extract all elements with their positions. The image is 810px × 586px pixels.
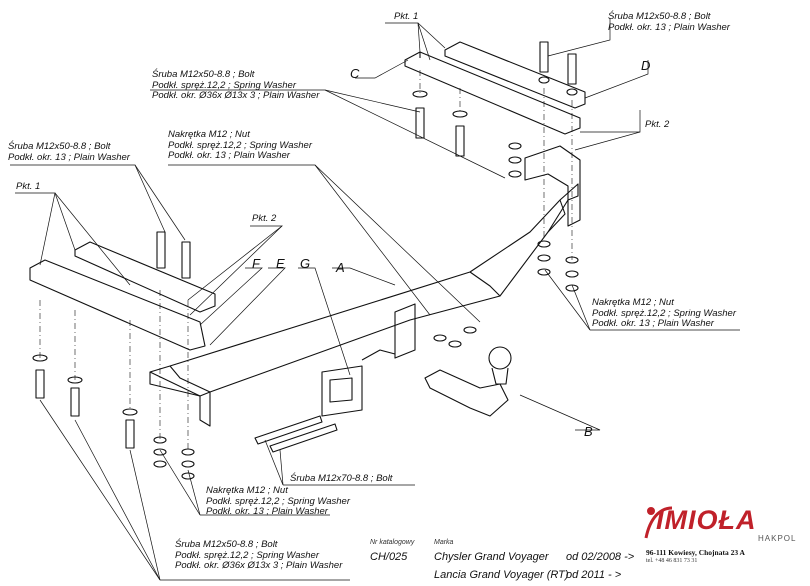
callout-nut-right: Nakrętka M12 ; Nut Podkł. spręż.12,2 ; S… <box>592 297 736 330</box>
logo-dot <box>647 507 655 515</box>
bolt-m12x70 <box>254 415 323 445</box>
company-address: 96-111 Kowiesy, Chojnata 23 A <box>646 548 745 557</box>
left-bracket-rail <box>29 259 206 351</box>
callout-line: Podkł. spręż.12,2 ; Spring Washer <box>152 79 296 91</box>
pkt2-right-label: Pkt. 2 <box>645 119 670 130</box>
part-letter-c: C <box>350 66 360 81</box>
logo-swoosh <box>644 506 673 539</box>
callout-line: Śruba M12x50-8.8 ; Bolt <box>8 141 111 152</box>
car-date-2: od 2011 - > <box>566 569 622 581</box>
tow-ball <box>488 346 512 370</box>
make-label: Marka <box>434 539 454 546</box>
callout-line: Śruba M12x50-8.8 ; Bolt <box>152 69 255 80</box>
cross-beam <box>149 183 579 397</box>
pkt2-left-label: Pkt. 2 <box>252 213 277 224</box>
ball-arm <box>424 369 509 417</box>
callout-line: Podkł. spręż.12,2 ; Spring Washer <box>592 307 736 319</box>
part-letter-g: G <box>300 256 311 271</box>
socket-plate <box>321 365 363 417</box>
callout-line: Podkł. okr. Ø36x Ø13x 3 ; Plain Washer <box>152 90 320 101</box>
callout-line: Podkł. spręż.12,2 ; Spring Washer <box>168 139 312 151</box>
callout-line: Podkł. spręż.12,2 ; Spring Washer <box>206 495 350 507</box>
callout-bolt-top-right: Śruba M12x50-8.8 ; Bolt Podkł. okr. 13 ;… <box>608 11 730 33</box>
part-letter-e: E <box>276 256 285 271</box>
callout-line: Śruba M12x50-8.8 ; Bolt <box>608 11 711 22</box>
callout-bolt-bottom: Śruba M12x50-8.8 ; Bolt Podkł. spręż.12,… <box>175 539 343 572</box>
pkt1-top-label: Pkt. 1 <box>394 11 419 22</box>
callout-line: Nakrętka M12 ; Nut <box>168 129 250 140</box>
fasteners <box>32 41 579 480</box>
callout-line: Śruba M12x50-8.8 ; Bolt <box>175 539 278 550</box>
callout-bolt-m70: Śruba M12x70-8.8 ; Bolt <box>290 473 393 484</box>
car-model-2: Lancia Grand Voyager (RT) <box>434 569 569 581</box>
callout-line: Podkł. okr. 13 ; Plain Washer <box>168 150 290 161</box>
callout-bolt-left: Śruba M12x50-8.8 ; Bolt Podkł. okr. 13 ;… <box>8 141 130 163</box>
callout-line: Nakrętka M12 ; Nut <box>592 297 674 308</box>
ball-mount <box>394 303 416 359</box>
callout-line: Podkł. spręż.12,2 ; Spring Washer <box>175 549 319 561</box>
right-end-plate <box>524 145 581 227</box>
catalog-number: CH/025 <box>370 551 408 563</box>
company-logo-sub: HAKPOL <box>758 534 797 543</box>
callout-line: Nakrętka M12 ; Nut <box>206 485 288 496</box>
right-bracket-rail <box>404 51 581 135</box>
company-phone: tel. +48 46 831 73 31 <box>646 558 698 564</box>
catalog-label: Nr katalogowy <box>370 539 415 546</box>
pkt1-left-label: Pkt. 1 <box>16 181 41 192</box>
callout-nut-bottom: Nakrętka M12 ; Nut Podkł. spręż.12,2 ; S… <box>206 485 350 518</box>
company-logo: IMIOŁA <box>656 505 757 535</box>
car-date-1: od 02/2008 -> <box>566 551 635 563</box>
callout-line: Podkł. okr. 13 ; Plain Washer <box>8 151 130 163</box>
callout-line: Podkł. okr. 13 ; Plain Washer <box>608 21 730 33</box>
bolt-m12x70 <box>269 423 338 453</box>
callout-line: Podkł. okr. Ø36x Ø13x 3 ; Plain Washer <box>175 560 343 571</box>
car-model-1: Chysler Grand Voyager <box>434 551 549 563</box>
callout-nut-top: Nakrętka M12 ; Nut Podkł. spręż.12,2 ; S… <box>168 129 312 162</box>
part-letter-f: F <box>252 256 260 271</box>
callout-line: Podkł. okr. 13 ; Plain Washer <box>206 506 328 517</box>
part-letter-a: A <box>336 260 345 275</box>
part-letter-d: D <box>641 58 651 73</box>
callout-line: Podkł. okr. 13 ; Plain Washer <box>592 318 714 329</box>
callout-bolt-c: Śruba M12x50-8.8 ; Bolt Podkł. spręż.12,… <box>152 69 320 102</box>
part-letter-b: B <box>584 424 593 439</box>
